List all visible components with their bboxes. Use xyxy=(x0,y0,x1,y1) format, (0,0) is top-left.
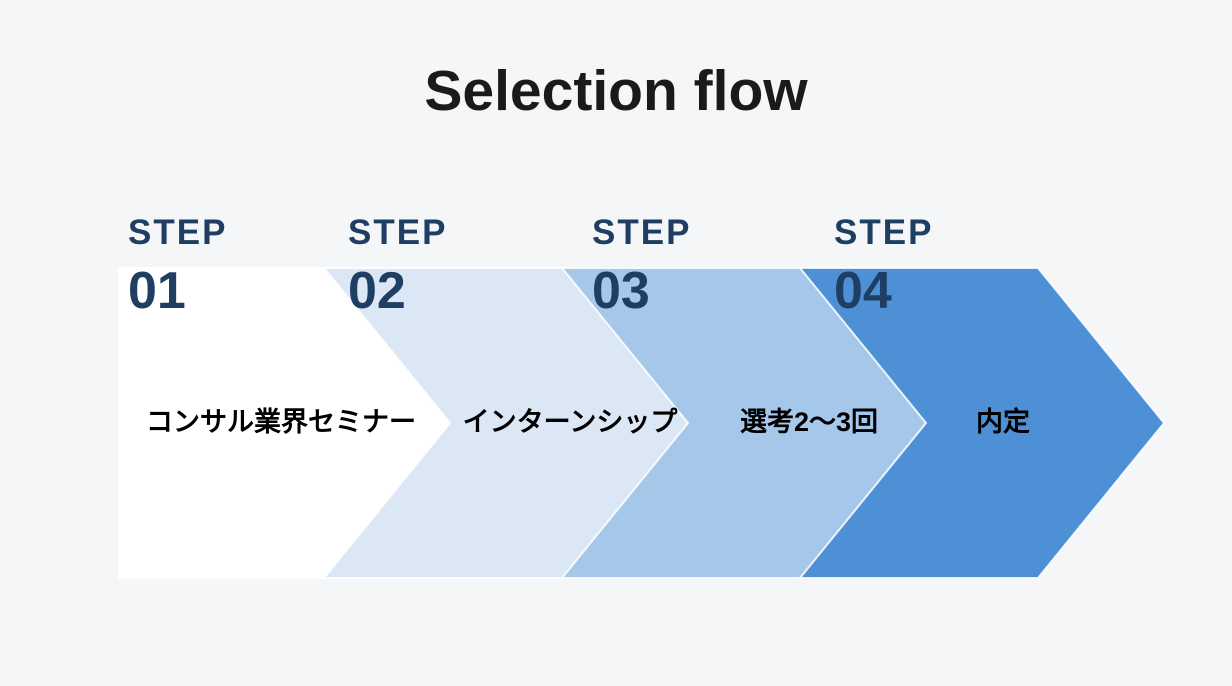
step-03-number: 03 xyxy=(592,262,650,320)
step-04-caption: 内定 xyxy=(976,407,1030,437)
step-01-label: STEP xyxy=(128,213,228,252)
step-04-label: STEP xyxy=(834,213,934,252)
step-01-caption: コンサル業界セミナー xyxy=(146,407,416,437)
step-01-number: 01 xyxy=(128,262,186,320)
step-02-caption: インターンシップ xyxy=(462,407,678,437)
step-03-caption: 選考2～3回 xyxy=(739,407,879,437)
page-title: Selection flow xyxy=(424,59,808,123)
chevron-step-01 xyxy=(118,267,452,579)
step-04-number: 04 xyxy=(834,262,892,320)
step-03-label: STEP xyxy=(592,213,692,252)
step-02-label: STEP xyxy=(348,213,448,252)
step-02-number: 02 xyxy=(348,262,406,320)
